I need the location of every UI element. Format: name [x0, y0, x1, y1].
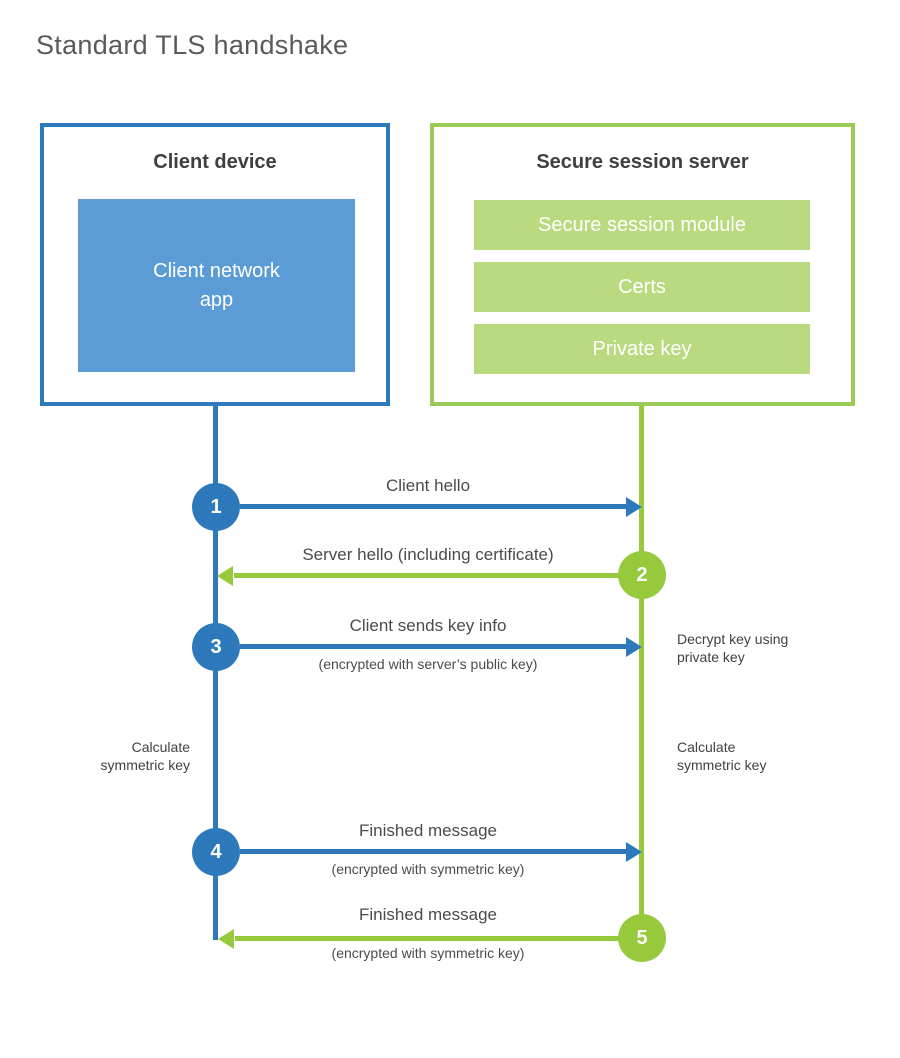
step-5-arrow-line: [235, 936, 620, 941]
client-device-box: Client device Client network app: [40, 123, 390, 406]
step-2-arrowhead-left-icon: [217, 566, 233, 586]
step-1-label: Client hello: [385, 476, 471, 495]
annotation-calculate-symmetric-key-right: Calculate symmetric key: [677, 739, 767, 773]
step-4-arrow-line: [240, 849, 628, 854]
client-device-title: Client device: [153, 151, 277, 173]
step-1-arrow-line: [240, 504, 628, 509]
step-2-circle: 2: [618, 551, 666, 599]
annotation-calculate-symmetric-key-left: Calculate symmetric key: [100, 739, 190, 773]
step-5-label: Finished message: [359, 905, 497, 924]
client-lifeline: [213, 406, 218, 940]
server-module-private-key: Private key: [474, 324, 810, 374]
step-3-arrow-line: [240, 644, 628, 649]
server-lifeline: [639, 406, 644, 938]
step-4-circle: 4: [192, 828, 240, 876]
step-5-sublabel: (encrypted with symmetric key): [331, 945, 525, 961]
step-3-label: Client sends key info: [349, 616, 507, 635]
server-box: Secure session server Secure session mod…: [430, 123, 855, 406]
step-2-label: Server hello (including certificate): [302, 545, 554, 564]
step-4-arrowhead-right-icon: [626, 842, 642, 862]
annotation-decrypt-key: Decrypt key using private key: [677, 631, 789, 665]
step-3-sublabel: (encrypted with server’s public key): [318, 656, 538, 672]
step-1-arrowhead-right-icon: [626, 497, 642, 517]
server-module-certs: Certs: [474, 262, 810, 312]
server-title: Secure session server: [536, 151, 749, 173]
step-3-arrowhead-right-icon: [626, 637, 642, 657]
step-1-circle: 1: [192, 483, 240, 531]
step-3-circle: 3: [192, 623, 240, 671]
step-4-label: Finished message: [359, 821, 497, 840]
diagram-title: Standard TLS handshake: [36, 30, 349, 60]
step-5-arrowhead-left-icon: [218, 929, 234, 949]
step-5-circle: 5: [618, 914, 666, 962]
step-4-sublabel: (encrypted with symmetric key): [331, 861, 525, 877]
client-network-app-box: Client network app: [78, 199, 355, 372]
step-2-arrow-line: [234, 573, 620, 578]
server-module-secure-session: Secure session module: [474, 200, 810, 250]
